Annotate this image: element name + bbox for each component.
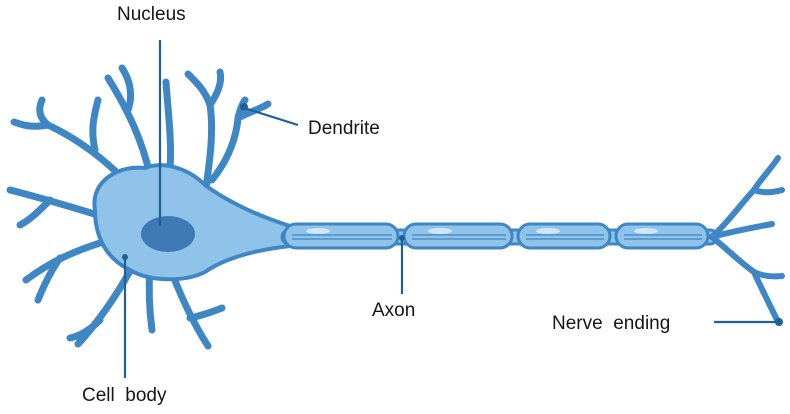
myelin-sheath [402, 222, 514, 250]
nucleus-label: Nucleus [117, 4, 186, 25]
dendrite-pointer [243, 106, 299, 127]
axon-label: Axon [372, 300, 416, 321]
cell-body [92, 163, 292, 282]
myelin-sheath [282, 222, 400, 250]
dendrite-label: Dendrite [308, 118, 380, 139]
myelin-sheath [614, 222, 710, 250]
cell-body-shape [92, 163, 292, 282]
myelin-sheath [516, 222, 612, 250]
nerve-ending [709, 155, 785, 325]
pointer-lines [123, 40, 778, 378]
nerve-ending-label: Nerve ending [552, 313, 671, 334]
pointer-markers [122, 103, 783, 326]
nucleus [141, 216, 195, 252]
cell-body-label: Cell body [82, 385, 167, 406]
axon [280, 222, 719, 250]
